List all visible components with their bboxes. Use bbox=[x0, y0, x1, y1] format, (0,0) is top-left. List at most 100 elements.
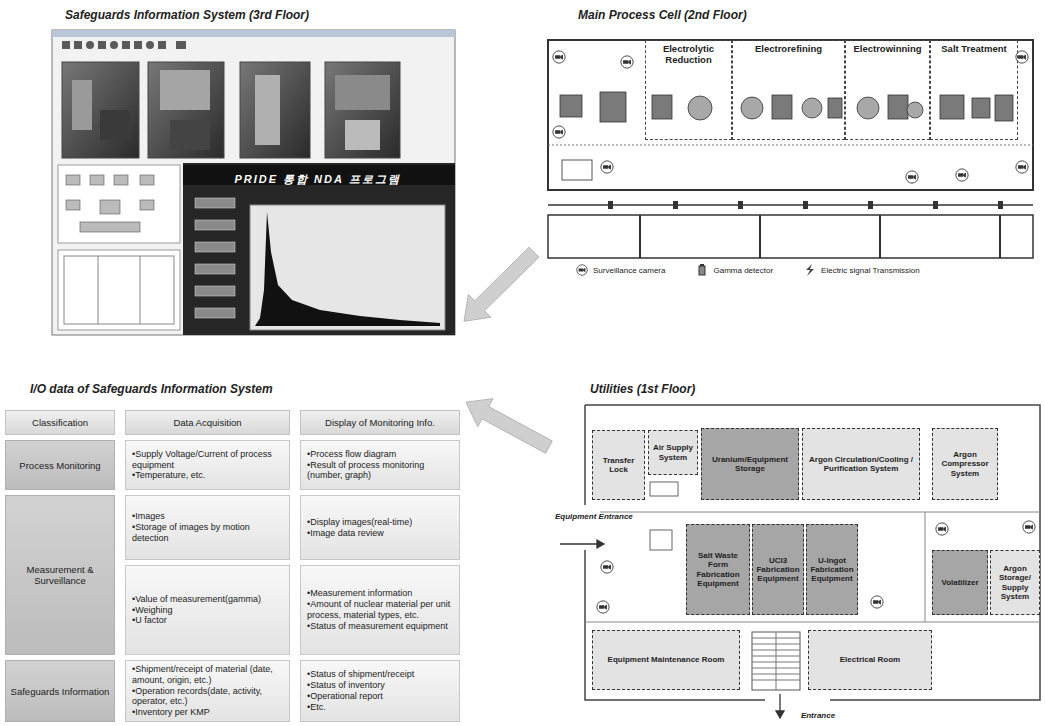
floor-plan bbox=[560, 540, 784, 718]
floor-plan bbox=[608, 201, 1003, 209]
software-screenshot bbox=[195, 308, 235, 318]
software-screenshot bbox=[146, 41, 154, 49]
room-box: Argon Compressor System bbox=[932, 428, 998, 500]
floor-plan bbox=[639, 215, 641, 258]
software-screenshot bbox=[80, 222, 140, 232]
software-screenshot bbox=[255, 75, 280, 145]
table-text: Classification bbox=[32, 417, 88, 428]
floor-plan bbox=[585, 622, 1040, 623]
software-screenshot bbox=[52, 30, 455, 37]
room-label: Argon Circulation/Cooling / Purification… bbox=[805, 455, 917, 473]
table-text: •Images bbox=[132, 511, 283, 522]
floor-plan bbox=[600, 92, 626, 122]
software-screenshot bbox=[52, 30, 455, 335]
floor-plan bbox=[560, 543, 600, 544]
table-text: •Etc. bbox=[307, 702, 453, 713]
floor-plan bbox=[871, 596, 883, 608]
software-screenshot bbox=[250, 205, 445, 330]
software-screenshot bbox=[195, 242, 235, 252]
table-cell: •Display images(real-time)•Image data re… bbox=[300, 495, 460, 560]
panel-heading: I/O data of Safeguards Information Syste… bbox=[30, 378, 462, 396]
room-box: Transfer Lock bbox=[592, 430, 645, 500]
software-screenshot bbox=[160, 70, 210, 110]
floor-plan bbox=[999, 215, 1001, 258]
table-cell: Display of Monitoring Info. bbox=[300, 410, 460, 435]
software-screenshot bbox=[134, 41, 142, 49]
floor-plan bbox=[972, 98, 990, 118]
panel-heading: Main Process Cell (2nd Floor) bbox=[578, 4, 1040, 22]
software-screenshot bbox=[114, 175, 128, 185]
legend-icon bbox=[700, 264, 704, 266]
table-text: Safeguards Information bbox=[11, 686, 110, 697]
panel-heading: Safeguards Information System (3rd Floor… bbox=[65, 4, 460, 22]
floor-plan bbox=[597, 540, 604, 548]
floor-plan bbox=[650, 482, 678, 496]
floor-plan bbox=[548, 40, 1033, 258]
room-label: Uranium/Equipment Storage bbox=[704, 455, 796, 473]
software-screenshot bbox=[140, 200, 154, 210]
legend-icon bbox=[699, 266, 705, 275]
room-box: Air Supply System bbox=[648, 430, 698, 475]
room-label: Equipment Maintenance Room bbox=[608, 655, 725, 664]
floor-plan bbox=[940, 95, 964, 119]
room-box: Salt Waste Form Fabrication Equipment bbox=[686, 524, 750, 615]
software-screenshot bbox=[62, 41, 70, 49]
area-label: Electrorefining bbox=[733, 41, 844, 55]
software-screenshot bbox=[58, 250, 180, 330]
floor-plan bbox=[597, 601, 609, 613]
software-screenshot bbox=[72, 80, 92, 130]
room-label: Argon Storage/ Supply System bbox=[993, 564, 1037, 601]
software-screenshot bbox=[90, 175, 104, 185]
table-text: Data Acquisition bbox=[173, 417, 241, 428]
floor-plan bbox=[548, 145, 1033, 146]
entrance-label: Entrance bbox=[788, 707, 848, 720]
table-cell: Process Monitoring bbox=[5, 440, 115, 490]
room-box: Uranium/Equipment Storage bbox=[701, 428, 799, 500]
legend-item: Gamma detector bbox=[695, 264, 773, 276]
table-text: •Operational report bbox=[307, 691, 453, 702]
floor-plan bbox=[857, 97, 879, 119]
table-text: •Shipment/receipt of material (date, amo… bbox=[132, 664, 283, 686]
process-area: Salt Treatment bbox=[930, 40, 1018, 140]
floor-plan bbox=[608, 201, 613, 209]
software-screenshot bbox=[100, 200, 120, 214]
table-text: Display of Monitoring Info. bbox=[325, 417, 435, 428]
table-cell: •Process flow diagram•Result of process … bbox=[300, 440, 460, 490]
floor-plan bbox=[560, 95, 582, 117]
software-screenshot bbox=[255, 212, 440, 326]
software-screenshot bbox=[62, 62, 139, 158]
legend-icon bbox=[575, 264, 589, 276]
legend-icon bbox=[695, 264, 709, 276]
software-screenshot bbox=[62, 41, 186, 49]
software-screenshot bbox=[170, 120, 210, 150]
floor-plan bbox=[906, 171, 918, 183]
floor-plan bbox=[925, 512, 926, 622]
floor-plan bbox=[553, 126, 565, 138]
legend-text: Surveillance camera bbox=[593, 266, 665, 275]
table-text: •Result of process monitoring (number, g… bbox=[307, 460, 453, 482]
floor-plan bbox=[688, 96, 712, 120]
entrance-label: Equipment Entrance bbox=[555, 508, 597, 521]
table-text: •U factor bbox=[132, 615, 283, 626]
legend-icon bbox=[806, 264, 814, 276]
process-area: Electrowinning bbox=[845, 40, 930, 140]
floor-plan bbox=[548, 40, 1033, 190]
floor-plan bbox=[776, 632, 777, 690]
room-box: Volatilizer bbox=[932, 550, 988, 615]
software-screenshot bbox=[195, 286, 235, 296]
room-label: Argon Compressor System bbox=[935, 450, 995, 478]
legend-icon bbox=[803, 264, 817, 276]
software-screenshot bbox=[183, 163, 455, 335]
area-label: Electrowinning bbox=[846, 41, 929, 55]
floor-plan bbox=[738, 201, 743, 209]
legend-text: Electric signal Transmission bbox=[821, 266, 920, 275]
room-box: Electrical Room bbox=[808, 630, 932, 690]
room-label: Electrical Room bbox=[840, 655, 900, 664]
table-text: •Process flow diagram bbox=[307, 449, 453, 460]
screen-title: PRIDE 통합 NDA 프로그램 bbox=[185, 168, 450, 187]
software-screenshot bbox=[74, 41, 82, 49]
table-text: •Temperature, etc. bbox=[132, 470, 283, 481]
floor-plan bbox=[621, 56, 633, 68]
legend-item: Electric signal Transmission bbox=[803, 264, 920, 276]
software-screenshot bbox=[176, 41, 186, 49]
